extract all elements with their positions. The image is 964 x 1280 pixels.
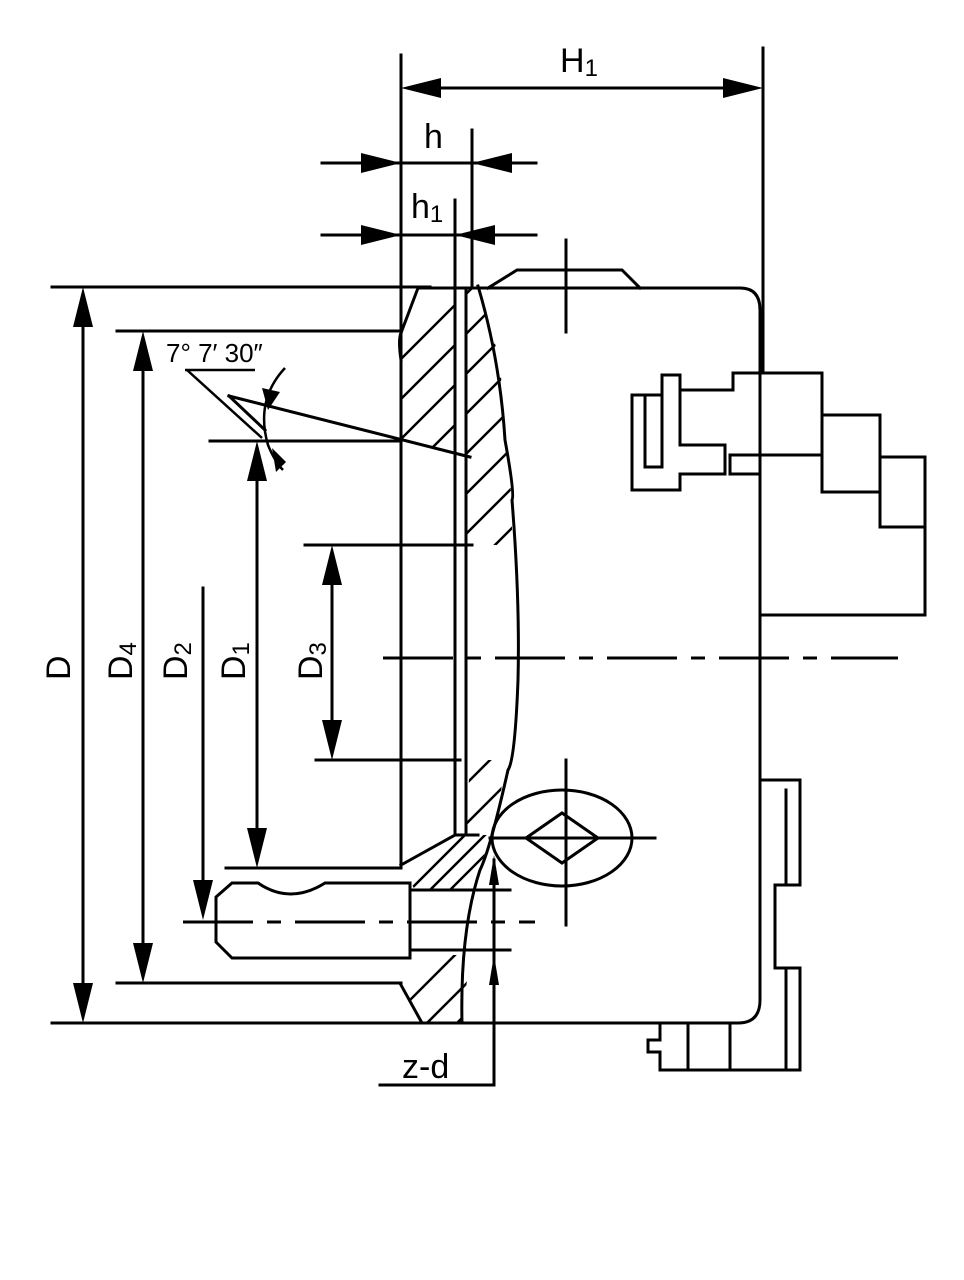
D1-arrow-bottom (247, 828, 267, 868)
D2-arrow-bottom (193, 880, 213, 920)
H1-label: H1 (560, 42, 598, 82)
flange-lower-chamfer (398, 832, 458, 868)
H1-arrow-right (723, 78, 763, 98)
D3-label: D3 (292, 642, 332, 680)
h-arrow-left (361, 153, 401, 173)
top-key (485, 268, 643, 291)
D-arrow-bottom (73, 983, 93, 1023)
chuck-body-outline (398, 286, 762, 1025)
h1-arrow-right (455, 225, 495, 245)
section-break-line (460, 284, 520, 1025)
zd-arrow-bottom (489, 955, 499, 985)
upper-jaw-slot (643, 393, 664, 469)
D4-arrow-top (133, 331, 153, 371)
D1-label: D1 (215, 642, 255, 680)
lower-jaw (646, 778, 802, 1072)
H1-arrow-left (401, 78, 441, 98)
angle-leader-diag (186, 369, 263, 439)
flange-top-corner (398, 331, 403, 362)
D3-arrow-bottom (322, 720, 342, 760)
angle-arrow-top (262, 388, 280, 410)
h1-arrow-left (361, 225, 401, 245)
D4-arrow-bottom (133, 943, 153, 983)
D2-label: D2 (157, 642, 197, 680)
D3-arrow-top (322, 545, 342, 585)
angle-arrow-bottom (272, 448, 286, 472)
upper-jaw-base (630, 371, 762, 492)
D4-label: D4 (102, 642, 142, 680)
h1-label: h1 (411, 188, 443, 228)
taper-line-short (226, 393, 268, 433)
D1-arrow-top (247, 441, 267, 481)
mounting-bolt (214, 881, 412, 960)
D-label: D (40, 655, 78, 680)
h-arrow-right (472, 153, 512, 173)
D-arrow-top (73, 287, 93, 327)
zd-label: z-d (402, 1048, 449, 1086)
zd-arrow-top (489, 855, 499, 885)
taper-angle-label: 7° 7′ 30″ (166, 338, 263, 368)
h-label: h (424, 118, 443, 156)
